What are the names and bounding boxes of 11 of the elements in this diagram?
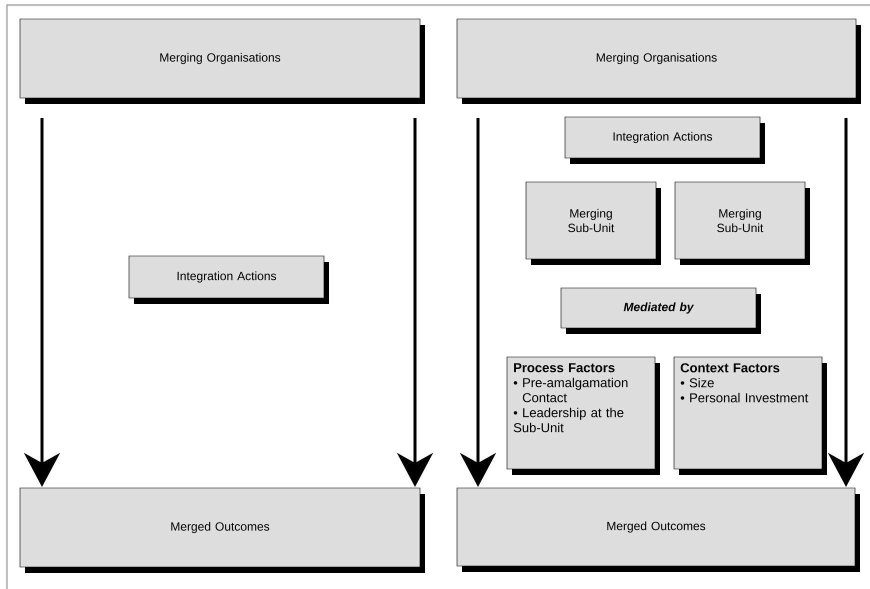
process-box: Integration Actions: [128, 256, 329, 304]
process-box: Merging Sub-Unit: [674, 182, 810, 265]
process-box: Merged Outcomes: [20, 488, 425, 573]
process-box: Merging Organisations: [456, 18, 861, 104]
process-box: Merged Outcomes: [456, 488, 860, 572]
factor-box: Process Factors • Pre-amalgamation Contact • Leadership at the Sub-Unit: [506, 356, 660, 475]
process-box: Merging Organisations: [20, 18, 425, 104]
factor-box: Context Factors • Size • Personal Investment: [674, 356, 827, 475]
process-box: Integration Actions: [564, 116, 765, 164]
process-box: Mediated by: [560, 288, 761, 334]
process-box: Merging Sub-Unit: [526, 182, 661, 265]
